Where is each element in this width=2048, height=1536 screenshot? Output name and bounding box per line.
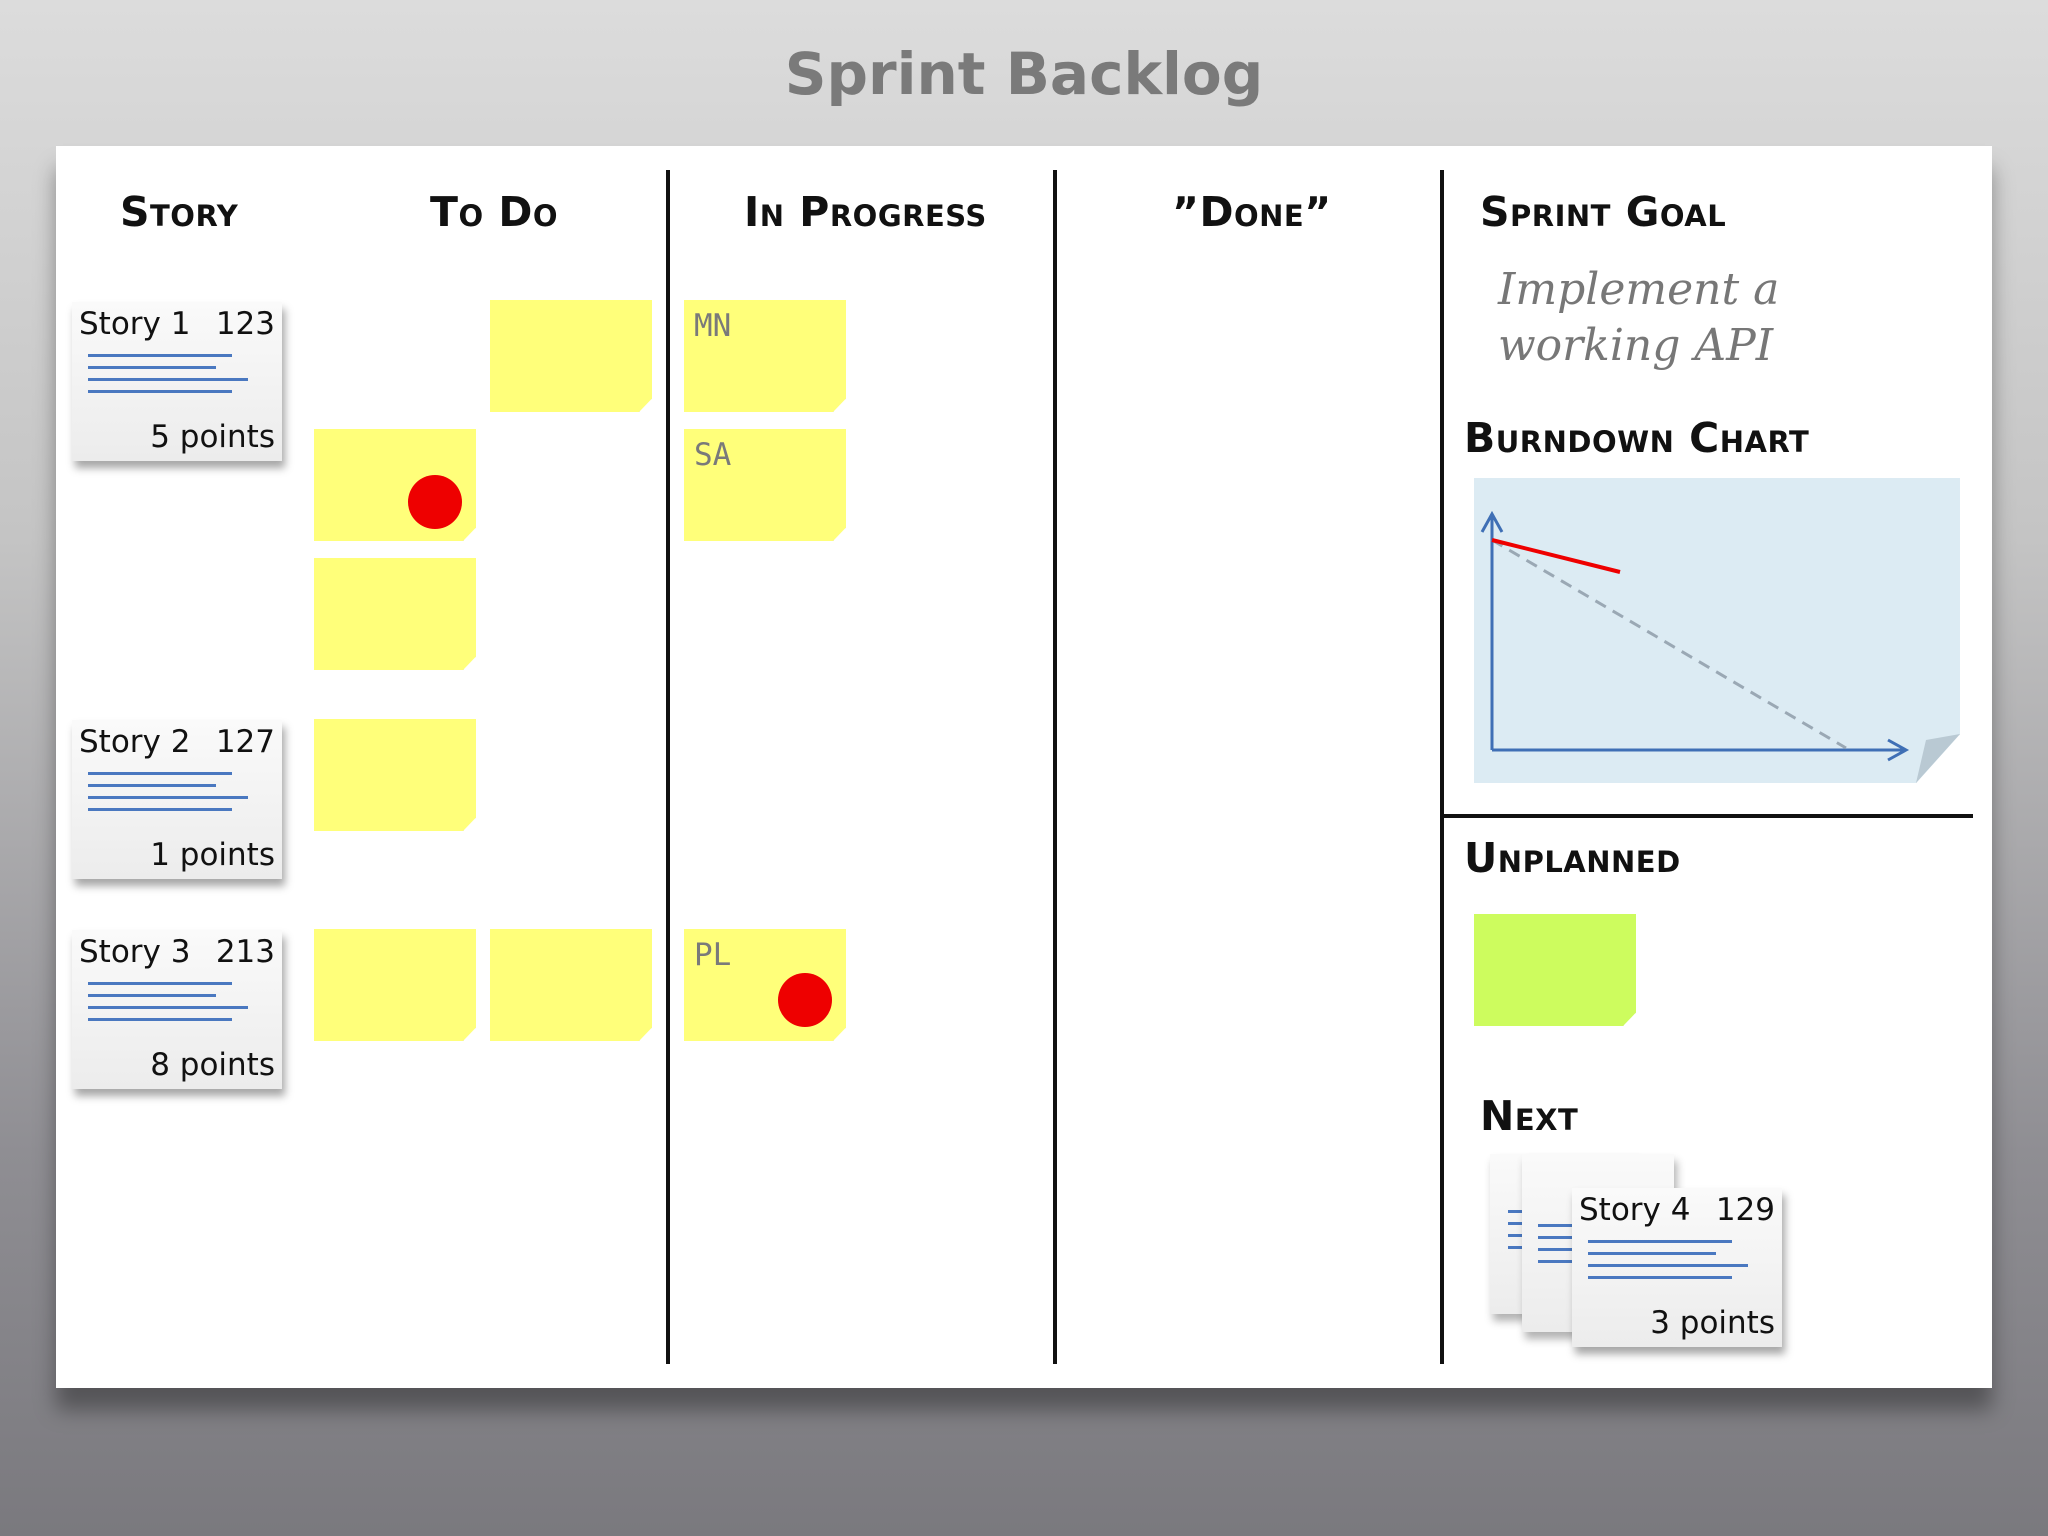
todo-sticky-note[interactable] <box>314 719 476 831</box>
page-title: Sprint Backlog <box>784 40 1264 108</box>
story-name: Story 2 <box>79 724 191 760</box>
story-text-line <box>1538 1248 1578 1251</box>
story-points: 5 points <box>150 419 275 455</box>
story-points: 3 points <box>1650 1305 1775 1341</box>
impediment-dot <box>408 475 462 529</box>
story-card-3[interactable]: Story 3 213 8 points <box>72 930 282 1089</box>
story-id: 213 <box>215 934 275 970</box>
story-text-line <box>1588 1240 1732 1243</box>
column-heading-in-progress: In Progress <box>744 188 987 236</box>
story-text-line <box>88 1006 248 1009</box>
unplanned-heading: Unplanned <box>1464 834 1681 882</box>
unplanned-sticky-note[interactable] <box>1474 914 1636 1026</box>
next-story-card-4[interactable]: Story 4 129 3 points <box>1572 1188 1782 1347</box>
story-text-line <box>88 390 232 393</box>
column-heading-sprint-goal: Sprint Goal <box>1480 188 1727 236</box>
todo-sticky-note[interactable] <box>314 929 476 1041</box>
story-text-line <box>88 994 216 997</box>
story-name: Story 4 <box>1579 1192 1691 1228</box>
story-text-line <box>1538 1236 1578 1239</box>
x-axis-arrow-icon <box>1887 738 1910 762</box>
impediment-dot <box>778 973 832 1027</box>
divider-done-goal <box>1440 170 1444 1364</box>
story-text-line <box>1588 1276 1732 1279</box>
actual-burndown-line <box>1491 538 1621 574</box>
page-curl <box>1916 734 1960 783</box>
column-heading-todo: To Do <box>430 188 559 236</box>
burndown-chart-paper <box>1474 478 1960 783</box>
story-text-line <box>88 784 216 787</box>
burndown-chart <box>1480 510 1960 783</box>
inprogress-sticky-note-pl[interactable]: PL <box>684 929 846 1041</box>
story-text-line <box>1538 1260 1578 1263</box>
story-text-line <box>88 378 248 381</box>
story-card-2[interactable]: Story 2 127 1 points <box>72 720 282 879</box>
burndown-heading: Burndown Chart <box>1464 414 1810 462</box>
story-text-line <box>1538 1224 1578 1227</box>
todo-sticky-note[interactable] <box>314 558 476 670</box>
todo-sticky-note[interactable] <box>490 300 652 412</box>
sprint-goal-text: Implement a working API <box>1498 264 1780 371</box>
story-text-line <box>1588 1252 1716 1255</box>
story-card-1[interactable]: Story 1 123 5 points <box>72 302 282 461</box>
story-text-line <box>88 354 232 357</box>
owner-initials: SA <box>694 437 732 473</box>
story-points: 8 points <box>150 1047 275 1083</box>
story-name: Story 3 <box>79 934 191 970</box>
story-id: 129 <box>1715 1192 1775 1228</box>
todo-sticky-note[interactable] <box>490 929 652 1041</box>
owner-initials: PL <box>694 937 732 973</box>
story-text-line <box>88 1018 232 1021</box>
inprogress-sticky-note-sa[interactable]: SA <box>684 429 846 541</box>
story-text-line <box>88 808 232 811</box>
story-name: Story 1 <box>79 306 191 342</box>
next-heading: Next <box>1480 1092 1579 1140</box>
story-points: 1 points <box>150 837 275 873</box>
ideal-burndown-line <box>1491 538 1847 750</box>
story-text-line <box>88 772 232 775</box>
story-id: 123 <box>215 306 275 342</box>
story-text-line <box>88 982 232 985</box>
divider-burndown-unplanned <box>1443 814 1973 818</box>
inprogress-sticky-note-mn[interactable]: MN <box>684 300 846 412</box>
divider-inprogress-done <box>1053 170 1057 1364</box>
divider-todo-inprogress <box>666 170 670 1364</box>
y-axis-arrow-icon <box>1480 510 1504 533</box>
todo-sticky-note[interactable] <box>314 429 476 541</box>
column-heading-story: Story <box>120 188 239 236</box>
owner-initials: MN <box>694 308 732 344</box>
story-text-line <box>88 796 248 799</box>
story-text-line <box>1588 1264 1748 1267</box>
story-text-line <box>88 366 216 369</box>
column-heading-done: ”Done” <box>1172 188 1332 236</box>
story-id: 127 <box>215 724 275 760</box>
